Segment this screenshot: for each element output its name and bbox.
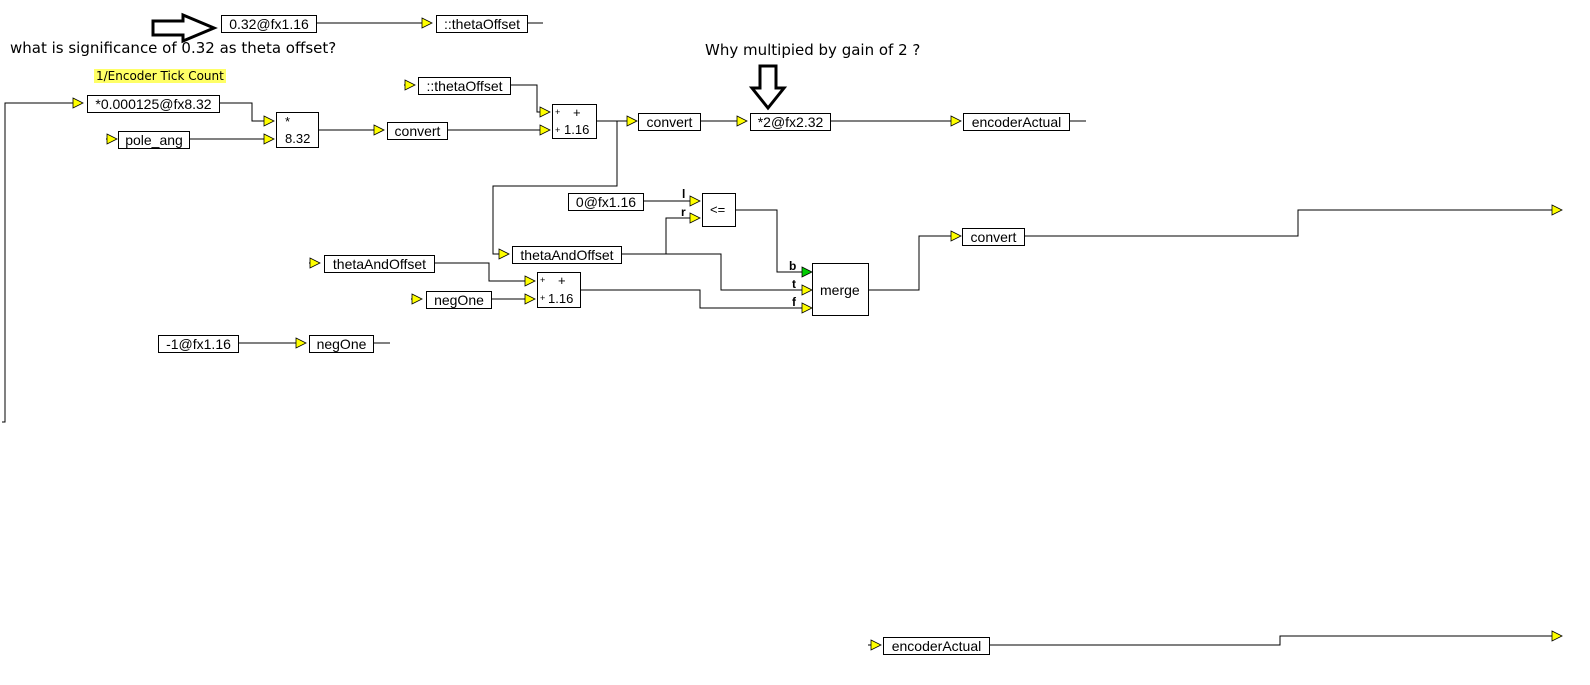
add2-symbol: + [558, 273, 566, 288]
merge-label: merge [820, 282, 860, 298]
gain-question: Why multipied by gain of 2 ? [705, 41, 921, 59]
neg-one-input-block[interactable]: negOne [426, 291, 492, 309]
add1-port-plus-top: + [555, 107, 561, 117]
multiply-format: 8.32 [285, 131, 311, 146]
add1-format: 1.16 [564, 122, 590, 137]
zero-const-block[interactable]: 0@fx1.16 [568, 193, 644, 211]
convert-block-3[interactable]: convert [962, 228, 1025, 246]
add-operator-1[interactable]: + + + 1.16 [552, 104, 597, 139]
compare-port-r: r [681, 205, 686, 219]
theta-and-offset-input-block[interactable]: thetaAndOffset [324, 255, 435, 273]
neg-one-output-block[interactable]: negOne [309, 335, 374, 353]
add2-port-plus-bottom: + [540, 293, 546, 303]
theta-offset-question: what is significance of 0.32 as theta of… [10, 39, 337, 57]
compare-port-l: l [682, 187, 686, 201]
theta-offset-input-block[interactable]: ::thetaOffset [418, 77, 511, 95]
add2-port-plus-top: + [540, 275, 546, 285]
encoder-actual-output-block[interactable]: encoderActual [963, 113, 1070, 131]
convert-block-1[interactable]: convert [387, 122, 448, 140]
convert-block-2[interactable]: convert [638, 113, 701, 131]
add2-format: 1.16 [548, 291, 574, 306]
merge-operator[interactable]: merge [812, 263, 869, 316]
compare-symbol: <= [710, 202, 726, 217]
scale-const-block[interactable]: *0.000125@fx8.32 [87, 95, 220, 113]
add1-port-plus-bottom: + [555, 125, 561, 135]
theta-and-offset-mid-block[interactable]: thetaAndOffset [512, 246, 622, 264]
add-operator-2[interactable]: + + + 1.16 [537, 272, 581, 308]
merge-port-t: t [792, 277, 796, 291]
encoder-tick-label: 1/Encoder Tick Count [94, 69, 226, 83]
multiply-operator[interactable]: * 8.32 [276, 112, 319, 148]
down-arrow-icon [748, 64, 788, 111]
compare-operator[interactable]: <= [702, 193, 736, 227]
theta-offset-output-block[interactable]: ::thetaOffset [436, 15, 528, 33]
encoder-actual-input-block[interactable]: encoderActual [883, 637, 990, 655]
merge-port-f: f [792, 295, 796, 309]
right-arrow-icon [151, 12, 218, 44]
const-offset-block[interactable]: 0.32@fx1.16 [221, 15, 317, 33]
gain-block[interactable]: *2@fx2.32 [750, 113, 831, 131]
pole-ang-block[interactable]: pole_ang [118, 131, 190, 149]
add1-symbol: + [573, 105, 581, 120]
merge-port-b: b [789, 259, 797, 273]
multiply-symbol: * [285, 114, 291, 129]
neg-one-const-block[interactable]: -1@fx1.16 [158, 335, 239, 353]
